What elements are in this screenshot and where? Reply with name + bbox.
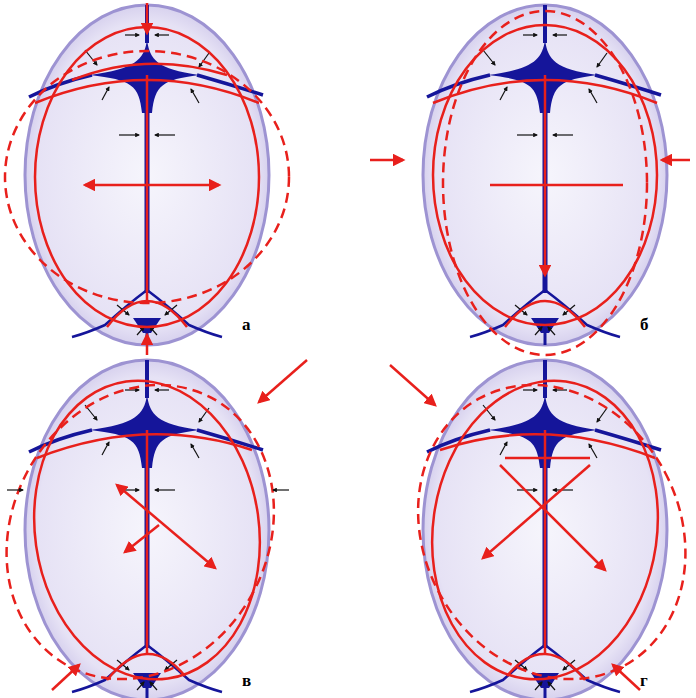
panel-letter: г [640, 672, 648, 689]
panel-letter: б [640, 316, 649, 333]
panel-letter: а [242, 316, 251, 333]
skull-panel [370, 5, 690, 355]
panel-letter: в [242, 672, 251, 689]
skull-panel [0, 338, 325, 698]
skull-panel [5, 3, 289, 355]
skull-panel [367, 338, 696, 698]
